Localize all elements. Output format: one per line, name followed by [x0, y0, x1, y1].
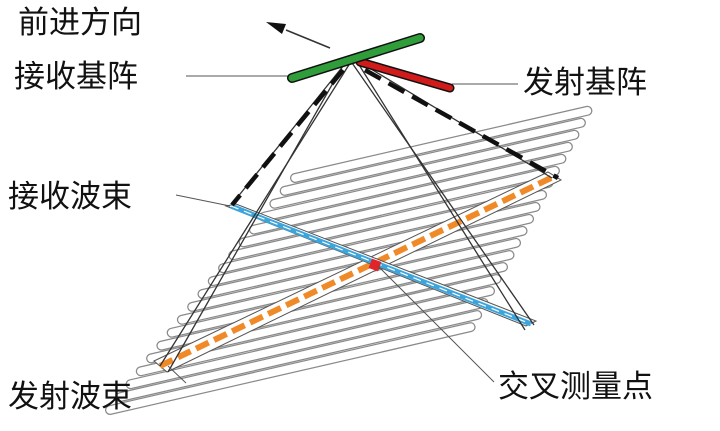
intersection-point-marker [368, 258, 382, 272]
label-transmit-beam: 发射波束 [8, 379, 132, 415]
seafloor-stripe-fill [250, 155, 566, 234]
label-forward-direction: 前进方向 [18, 5, 142, 41]
forward-direction-arrow [266, 22, 331, 49]
receive-array-bar [288, 34, 424, 82]
seafloor-stripe-fill [137, 287, 494, 376]
seafloor-stripe-fill [229, 179, 553, 260]
label-transmit-array: 发射基阵 [523, 65, 647, 101]
seafloor-stripe-fill [260, 143, 572, 221]
label-receive-array: 接收基阵 [14, 59, 138, 95]
seafloor-stripe-fill [116, 311, 481, 401]
seafloor-stripe-fill [291, 107, 592, 182]
label-receive-beam: 接收波束 [8, 179, 132, 215]
seafloor-stripe-fill [209, 203, 540, 285]
beam-dashed-edges [230, 68, 560, 207]
transmit-beam-band [153, 171, 563, 373]
leader-lines [167, 75, 518, 384]
transmit-array-bar [357, 59, 453, 91]
seafloor-stripe-fill [280, 119, 585, 195]
seafloor-stripe-fill [106, 323, 475, 414]
seafloor-stripe-fill [167, 251, 514, 337]
label-intersection-point: 交叉测量点 [498, 369, 653, 405]
seafloor-stripe-fill [126, 299, 488, 388]
